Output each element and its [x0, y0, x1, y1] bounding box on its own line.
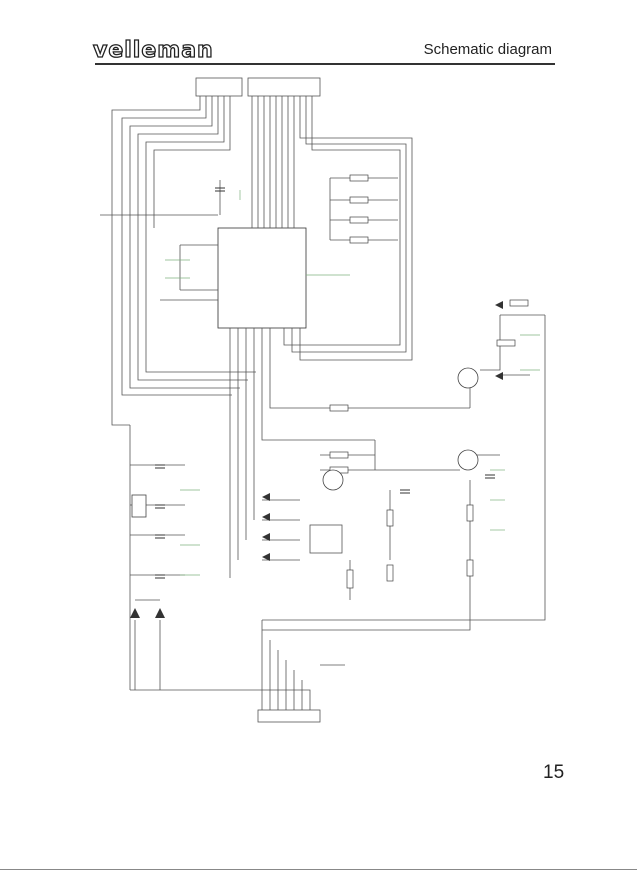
page-title: Schematic diagram — [423, 41, 552, 58]
header-rule — [95, 63, 555, 65]
gnd-traces — [165, 190, 540, 576]
wiring — [100, 77, 546, 723]
resistors — [329, 174, 529, 589]
regulator-body — [131, 494, 147, 518]
diodes — [130, 301, 503, 618]
connector-left-block — [195, 77, 243, 97]
ic-body — [217, 227, 307, 329]
bottom-rule — [0, 869, 637, 870]
dip-switch-outline — [309, 524, 343, 554]
brand-logo: velleman — [92, 37, 214, 63]
page-number: 15 — [543, 762, 565, 783]
capacitors — [155, 187, 495, 579]
connector-right-block — [247, 77, 321, 97]
sim-connector-outline — [257, 709, 321, 723]
transistors — [322, 367, 479, 491]
